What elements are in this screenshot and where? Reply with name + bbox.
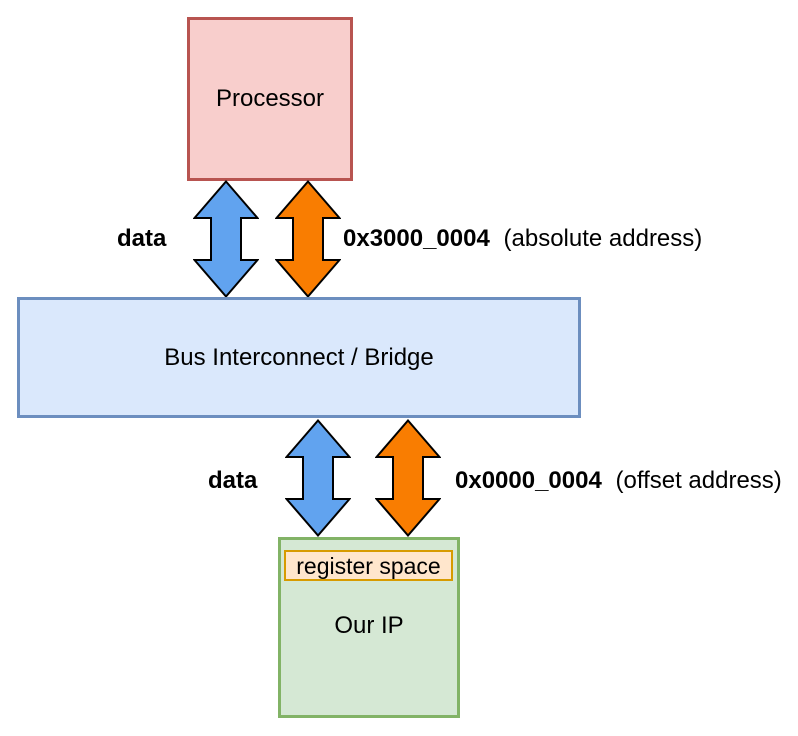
data-double-arrow-top-icon	[193, 180, 259, 298]
address-note-bottom: (offset address)	[615, 467, 782, 494]
address-note-top: (absolute address)	[503, 225, 703, 252]
address-value-top: 0x3000_0004	[343, 225, 490, 252]
bus-interconnect-box: Bus Interconnect / Bridge	[17, 297, 581, 418]
address-label-bottom: 0x0000_0004 (offset address)	[455, 467, 782, 494]
address-label-top: 0x3000_0004 (absolute address)	[343, 225, 702, 252]
register-space-label: register space	[296, 552, 441, 579]
address-double-arrow-top-icon	[275, 180, 341, 298]
data-label-bottom: data	[208, 467, 258, 494]
our-ip-box: register space Our IP	[278, 537, 460, 718]
data-label-top: data	[117, 225, 167, 252]
processor-box: Processor	[187, 17, 353, 181]
address-value-bottom: 0x0000_0004	[455, 467, 602, 494]
address-double-arrow-bottom-icon	[375, 419, 441, 537]
processor-label: Processor	[215, 85, 325, 112]
data-double-arrow-bottom-icon	[285, 419, 351, 537]
our-ip-label: Our IP	[334, 612, 404, 639]
register-space-box: register space	[284, 550, 453, 581]
bus-interconnect-label: Bus Interconnect / Bridge	[164, 343, 434, 371]
